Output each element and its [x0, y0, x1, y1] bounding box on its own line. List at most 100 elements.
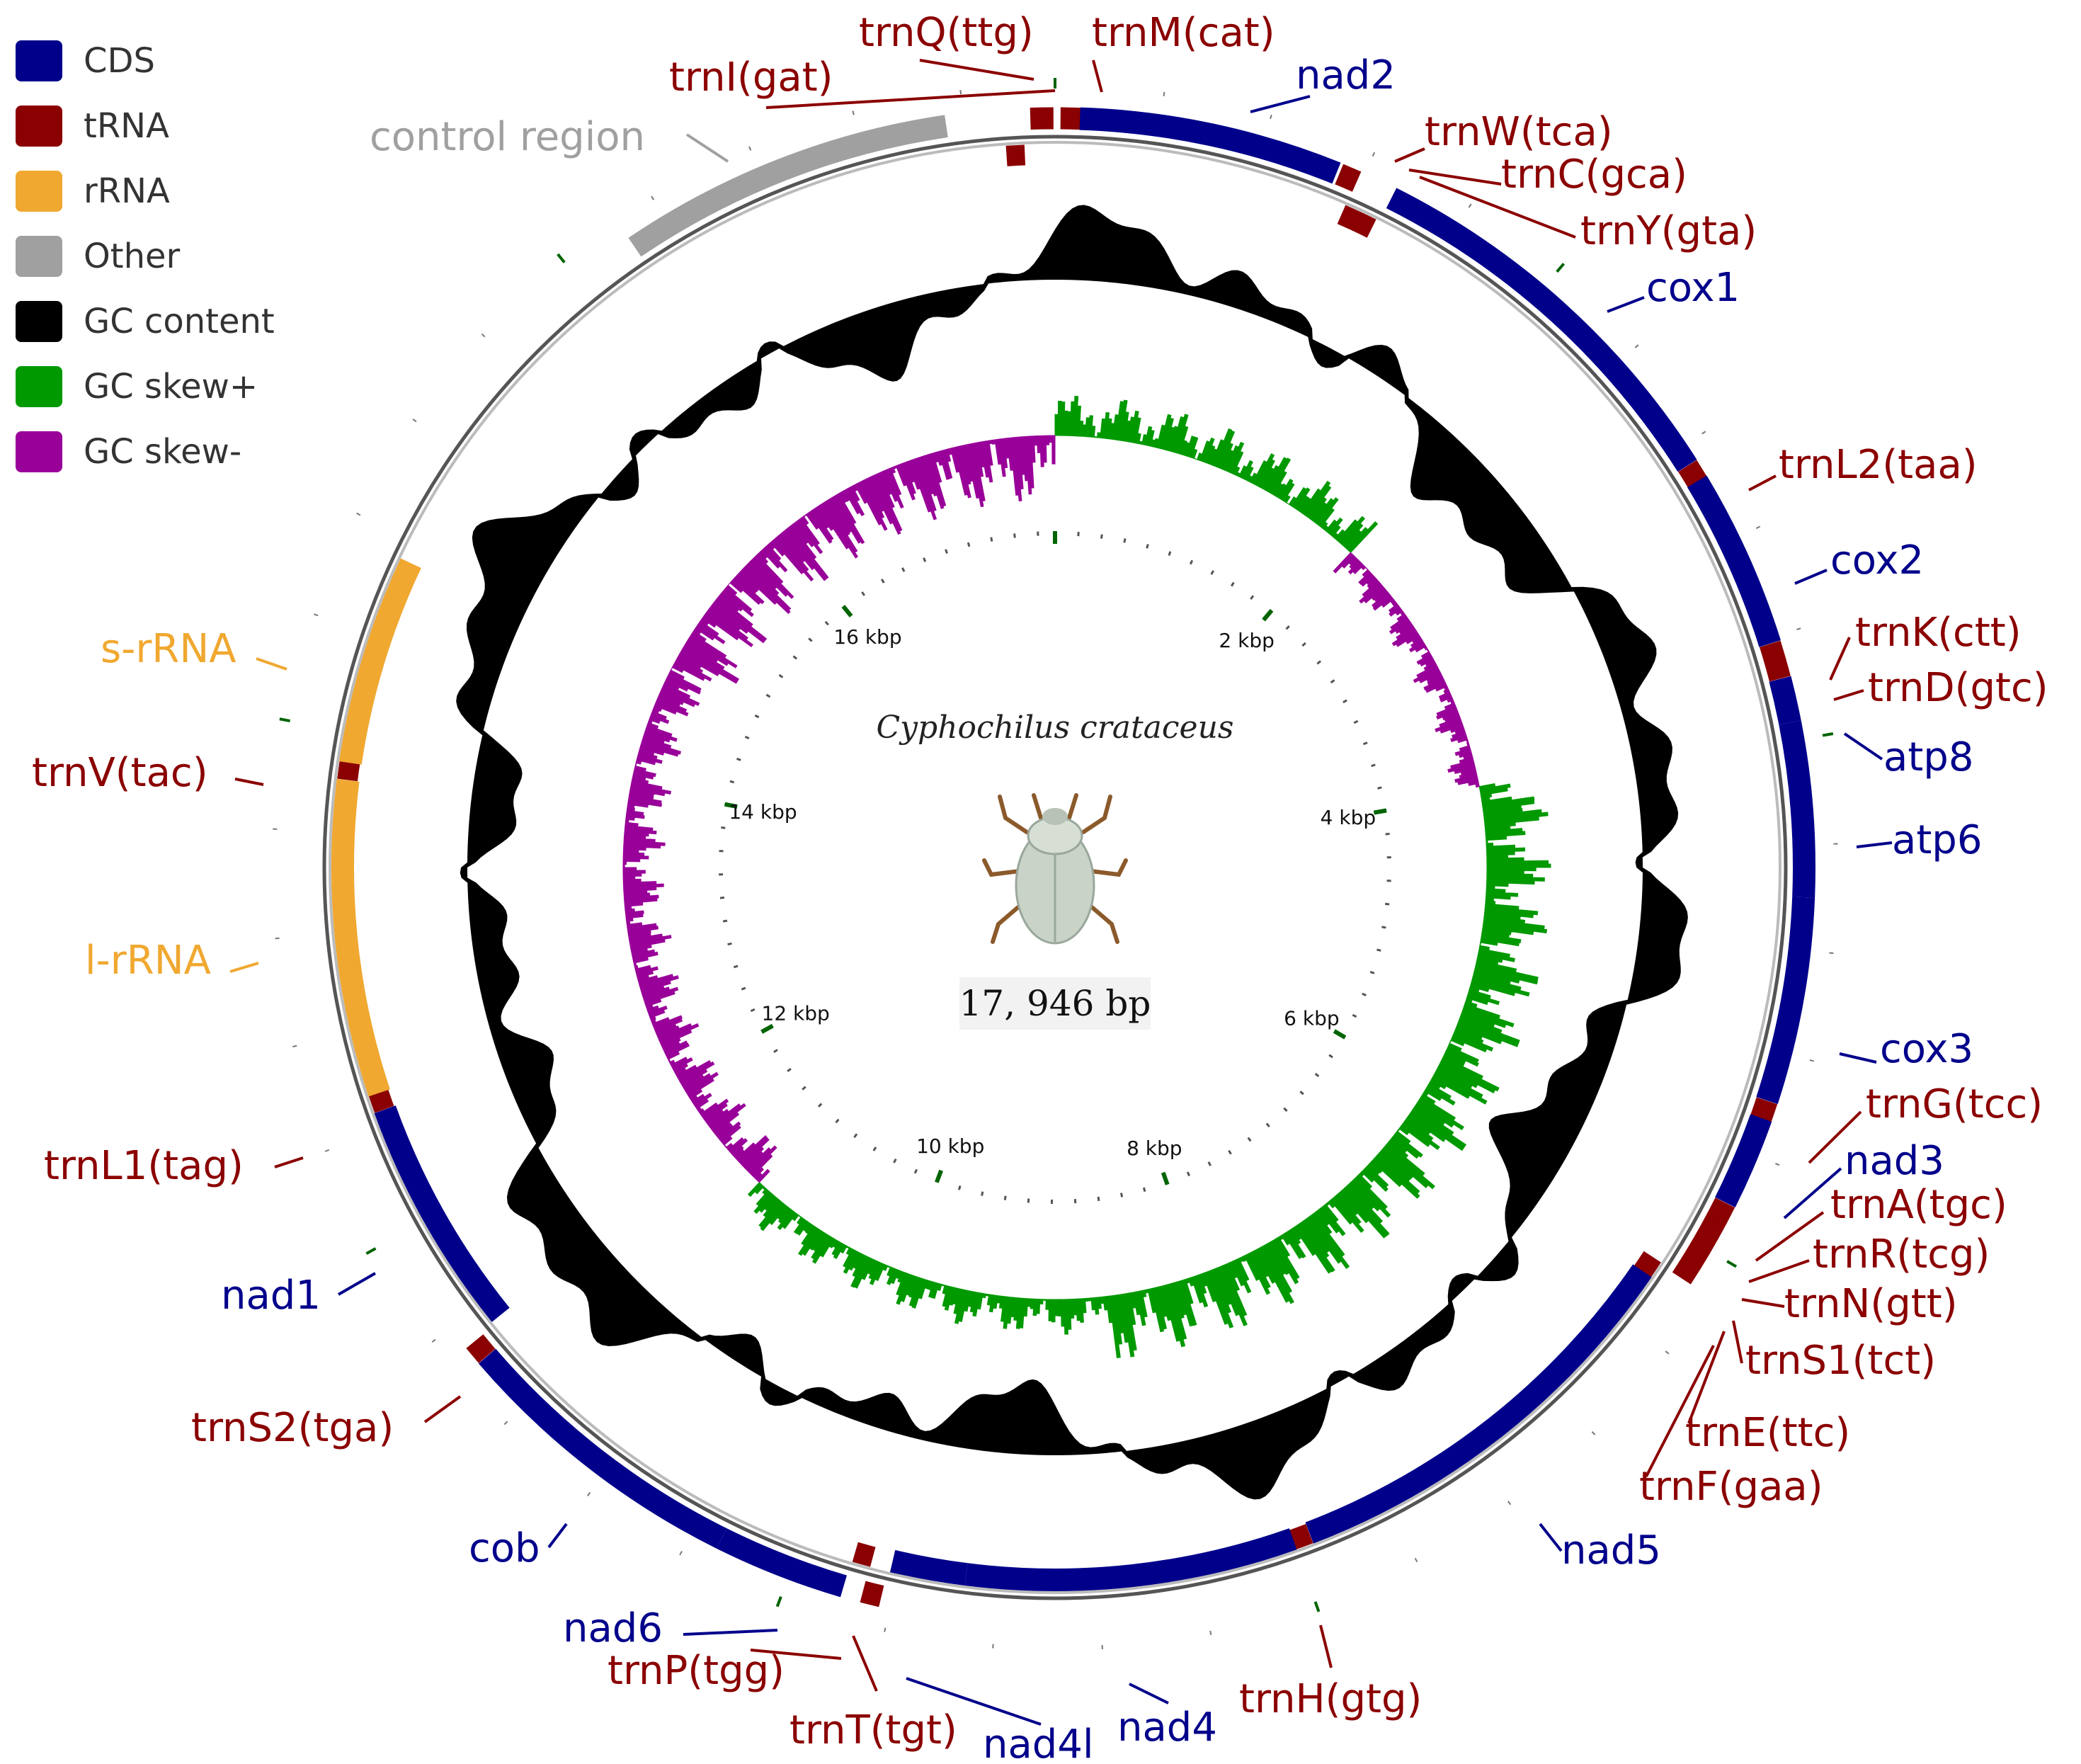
leader-line	[765, 89, 1056, 109]
feature-label: trnR(tcg)	[1813, 1231, 1990, 1278]
scale-tick	[1362, 741, 1368, 746]
scale-tick	[1142, 1187, 1146, 1193]
feature-nad6	[717, 1528, 847, 1598]
legend-label: CDS	[84, 41, 155, 81]
outer-tick	[959, 89, 962, 95]
gc-skew-track	[622, 395, 1551, 1358]
outer-tick-ring	[273, 78, 1838, 1650]
feature-label: nad5	[1561, 1527, 1661, 1574]
feature-trnettc	[1672, 1256, 1701, 1285]
legend-label: tRNA	[84, 106, 169, 146]
feature-label: trnS2(tga)	[191, 1405, 394, 1451]
feature-nad1	[374, 1105, 510, 1322]
feature-nad5	[1305, 1264, 1652, 1544]
feature-label: trnW(tca)	[1425, 109, 1613, 155]
scale-tick	[778, 673, 784, 678]
scale-tick	[1097, 1196, 1100, 1202]
scale-tick	[1353, 719, 1359, 724]
feature-trnqttg	[1005, 144, 1026, 166]
legend-item-gc-content: GC content	[16, 289, 275, 354]
outer-tick	[314, 613, 319, 617]
leader-line	[919, 59, 1034, 81]
scale-tick	[1189, 559, 1194, 565]
gc-skew-positive	[747, 395, 1551, 1358]
outer-tick	[1701, 431, 1706, 435]
legend-swatch-rrna	[16, 171, 62, 212]
legend-swatch-other	[16, 236, 62, 277]
outer-tick	[412, 419, 417, 423]
feature-l-rrna	[331, 778, 390, 1097]
feature-atp6	[1779, 720, 1815, 898]
outer-tick	[1468, 203, 1472, 208]
beetle-legs	[982, 793, 1128, 944]
outer-tick	[279, 717, 291, 723]
backbone-ring-outer	[322, 135, 1788, 1600]
scale-tick	[741, 986, 746, 991]
scale-label: 14 kbp	[729, 800, 797, 824]
scale-tick	[1210, 570, 1214, 575]
scale-tick	[721, 826, 726, 829]
outer-tick	[1163, 91, 1165, 96]
scale-label: 6 kbp	[1284, 1006, 1339, 1030]
scale-tick	[990, 537, 993, 542]
feature-label: trnH(gtg)	[1239, 1676, 1422, 1722]
feature-cob	[478, 1348, 727, 1549]
leader-line	[1755, 1211, 1825, 1262]
scale-tick	[1301, 642, 1306, 647]
feature-label: nad3	[1845, 1138, 1944, 1184]
outer-tick	[481, 333, 486, 338]
leader-line	[1808, 1110, 1862, 1164]
feature-label: trnI(gat)	[669, 55, 833, 101]
feature-label: nad4l	[983, 1722, 1094, 1764]
scale-tick	[1385, 832, 1390, 836]
leader-line	[1419, 176, 1576, 239]
leader-line	[1129, 1683, 1169, 1705]
leader-line	[547, 1523, 568, 1549]
legend-swatch-cds	[16, 40, 62, 81]
feature-nad2	[1079, 107, 1341, 184]
feature-control region	[628, 115, 948, 257]
leader-line	[234, 778, 264, 786]
feature-label: atp6	[1892, 817, 1982, 863]
outer-tick	[1556, 263, 1566, 273]
legend-item-gc-skew-pos: GC skew+	[16, 354, 275, 419]
scale-tick	[733, 964, 739, 969]
leader-line	[1833, 689, 1864, 701]
scale-tick	[1285, 625, 1290, 630]
feature-label: control region	[370, 114, 645, 160]
feature-trns2tga	[466, 1334, 496, 1363]
scale-tick	[967, 542, 971, 547]
scale-tick	[754, 714, 760, 719]
gc-skew-negative	[622, 435, 1480, 1183]
leader-line	[423, 1395, 462, 1423]
feature-nad3	[1715, 1114, 1772, 1208]
outer-tick	[1507, 1501, 1512, 1506]
leader-line	[685, 133, 729, 163]
scale-tick	[1247, 1137, 1252, 1142]
scale-tick	[872, 1146, 877, 1151]
leader-line	[750, 1649, 842, 1660]
scale-label: 2 kbp	[1219, 629, 1274, 652]
legend-item-other: Other	[16, 224, 275, 289]
legend-swatch-gc-skew-neg	[16, 431, 62, 472]
legend: CDS tRNA rRNA Other GC content GC skew+ …	[16, 28, 275, 484]
scale-tick	[1123, 538, 1127, 543]
outer-tick	[1809, 1059, 1814, 1062]
scale-tick	[1207, 1161, 1211, 1166]
feature-label: nad1	[221, 1273, 321, 1319]
outer-tick	[1822, 732, 1834, 737]
scale-tick	[861, 591, 866, 596]
feature-trnigat	[1030, 107, 1054, 130]
scale-tick	[1316, 660, 1322, 665]
feature-label: trnV(tac)	[32, 750, 208, 796]
outer-tick	[1755, 525, 1761, 530]
feature-label: trnP(tgg)	[608, 1648, 785, 1694]
feature-atp8	[1769, 676, 1801, 725]
outer-tick	[557, 253, 566, 263]
feature-label: nad4	[1117, 1705, 1217, 1751]
scale-tick	[893, 1158, 897, 1163]
leader-line	[1856, 841, 1893, 848]
leader-line	[852, 1635, 878, 1692]
outer-tick	[748, 146, 752, 151]
